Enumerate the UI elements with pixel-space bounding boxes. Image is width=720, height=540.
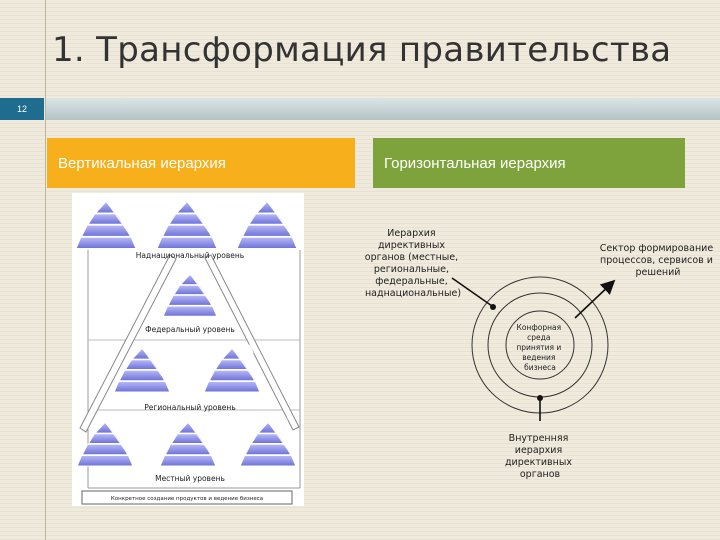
hierarchy-line-5: федеральные, [375,276,447,287]
internal-arrow-dot [537,395,543,401]
horizontal-hierarchy-header: Горизонтальная иерархия [373,138,685,188]
core-line-3: принятия и [516,343,561,352]
band-bar [46,98,720,120]
internal-line-4: органов [520,469,561,480]
base-bar [81,490,293,505]
label-supranational: Наднациональный уровень [136,251,244,260]
label-federal: Федеральный уровень [145,325,235,334]
sector-line-1: Сектор формирование [600,243,714,254]
hierarchy-arrow-dot [490,304,496,310]
internal-line-2: иерархия [515,445,562,456]
hierarchy-line-6: наднациональные) [365,288,461,299]
hierarchy-line-2: директивных [378,240,445,251]
long-arrow-left [79,254,177,433]
hierarchy-text: Иерархия директивных органов (местные, р… [365,228,461,299]
title-band: 12 [0,98,720,120]
hierarchy-line-1: Иерархия [387,228,435,239]
internal-text: Внутренняя иерархия директивных органов [505,433,575,480]
label-base: Конкретное создание продуктов и ведение … [111,496,263,502]
slide-title: 1. Трансформация правительства [52,30,672,70]
long-arrow-right [204,254,300,431]
sector-arrow [574,279,616,319]
vertical-hierarchy-diagram: Наднациональный уровень Федеральный уров… [72,193,304,506]
vertical-hierarchy-header: Вертикальная иерархия [47,138,355,188]
internal-line-3: директивных [505,457,572,468]
sector-line-2: процессов, сервисов и [600,255,713,266]
hierarchy-line-3: органов (местные, [365,252,458,263]
core-text: Конфорная среда принятия и ведения бизне… [516,323,563,372]
sector-text: Сектор формирование процессов, сервисов … [600,243,716,278]
hierarchy-arrow [451,277,493,307]
circle-inner [505,310,575,380]
left-rule [45,0,46,540]
core-line-1: Конфорная [517,323,562,332]
core-line-5: бизнеса [524,363,556,372]
sector-line-3: решений [636,267,681,278]
horizontal-hierarchy-diagram: Иерархия директивных органов (местные, р… [365,228,716,480]
core-line-4: ведения [522,353,555,362]
label-regional: Региональный уровень [144,403,235,412]
slide-number: 12 [0,98,44,120]
internal-line-1: Внутренняя [509,433,569,444]
hierarchy-line-4: региональные, [374,264,449,275]
label-local: Местный уровень [155,474,225,483]
core-line-2: среда [527,333,550,342]
